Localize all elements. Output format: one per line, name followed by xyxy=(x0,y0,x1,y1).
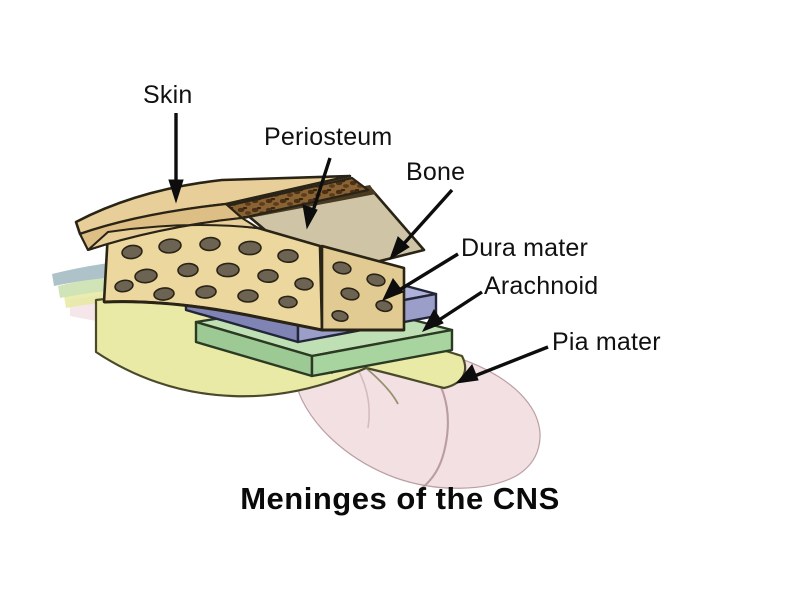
arrow-bone xyxy=(389,188,454,261)
leader-arrows xyxy=(168,113,549,384)
label-skin: Skin xyxy=(143,81,193,109)
diploe-cavities-front xyxy=(114,236,314,309)
arrow-periosteum xyxy=(302,157,332,230)
arrow-dura xyxy=(381,252,459,301)
label-bone: Bone xyxy=(406,158,466,186)
arrow-pia xyxy=(455,345,549,384)
label-periosteum: Periosteum xyxy=(264,123,393,151)
label-pia-mater: Pia mater xyxy=(552,328,661,356)
skin-layer xyxy=(74,174,370,252)
arrow-skin xyxy=(168,113,184,204)
label-dura-mater: Dura mater xyxy=(461,234,589,262)
label-arachnoid: Arachnoid xyxy=(484,272,599,300)
arrow-arachnoid xyxy=(421,290,483,332)
brain-tissue xyxy=(295,342,541,489)
diploe-cavities-side xyxy=(331,261,393,322)
figure-caption: Meninges of the CNS xyxy=(240,481,560,516)
